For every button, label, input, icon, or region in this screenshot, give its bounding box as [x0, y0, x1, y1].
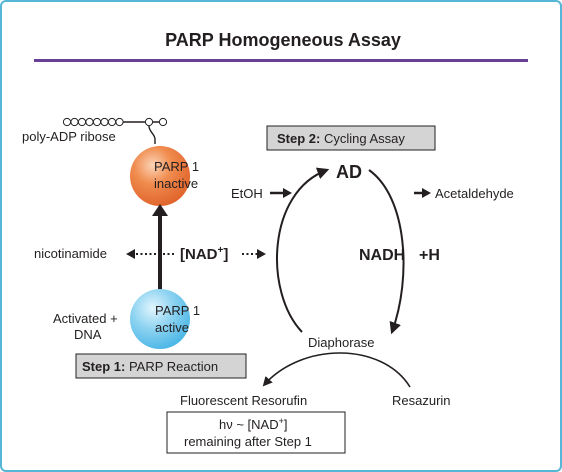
ad-label: AD — [336, 162, 362, 182]
result-line-1: hν ~ [NAD+] — [219, 416, 288, 432]
step1-box — [75, 353, 247, 379]
cycle-arc-left — [276, 167, 330, 333]
parp-inactive-label-2: inactive — [154, 176, 198, 191]
step1-label: Step 1: PARP Reaction — [82, 359, 218, 374]
parp-active-sphere — [130, 289, 190, 349]
diaphorase-label: Diaphorase — [308, 335, 375, 350]
acetaldehyde-arrowhead — [422, 188, 431, 198]
diagram-title: PARP Homogeneous Assay — [165, 30, 401, 50]
poly-adp-ribose-label: poly-ADP ribose — [22, 129, 116, 144]
nadh-label: NADH — [359, 247, 405, 264]
activated-label-2: DNA — [74, 327, 102, 342]
parp-inactive-label-1: PARP 1 — [154, 159, 199, 174]
title-divider — [34, 59, 528, 62]
result-line-2: remaining after Step 1 — [184, 434, 312, 449]
nad-label: [NAD+] — [180, 245, 228, 263]
etoh-label: EtOH — [231, 186, 263, 201]
acetaldehyde-label: Acetaldehyde — [435, 186, 514, 201]
result-box — [166, 411, 346, 454]
parp-active-label-1: PARP 1 — [155, 303, 200, 318]
cycle-arc-right — [368, 169, 405, 335]
fluorescent-resorufin-label: Fluorescent Resorufin — [180, 393, 307, 408]
nicotinamide-arrowhead — [126, 249, 135, 259]
resazurin-conversion-arc — [262, 352, 411, 388]
etoh-arrowhead — [283, 188, 292, 198]
resazurin-label: Resazurin — [392, 393, 451, 408]
parp-inactive-sphere — [130, 146, 190, 206]
parp-active-label-2: active — [155, 320, 189, 335]
step2-box — [266, 125, 436, 151]
nad-arrowhead — [257, 249, 266, 259]
plus-h-label: +H — [419, 247, 440, 264]
nicotinamide-label: nicotinamide — [34, 246, 107, 261]
step2-label: Step 2: Cycling Assay — [277, 131, 405, 146]
activated-label-1: Activated + — [53, 311, 118, 326]
poly-adp-ribose-chain — [62, 117, 168, 144]
activation-arrowhead — [152, 204, 168, 216]
